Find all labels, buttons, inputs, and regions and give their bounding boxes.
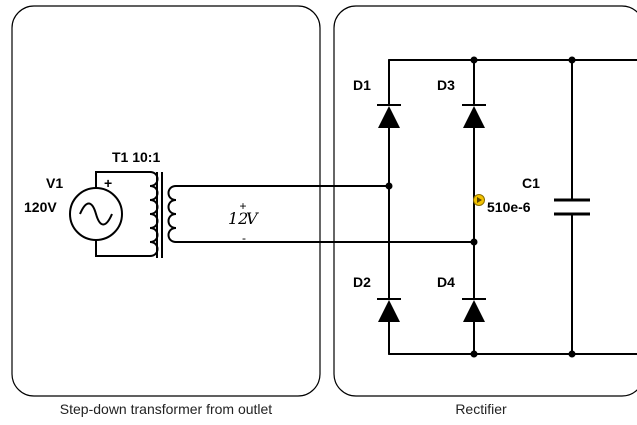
- secondary-voltage-value: 12: [228, 209, 248, 228]
- rectifier-panel-caption: Rectifier: [455, 401, 507, 417]
- junction-dot: [568, 56, 576, 64]
- d2-symbol: [378, 300, 400, 322]
- d2-label: D2: [353, 274, 371, 290]
- probe-arrow-icon: [477, 197, 482, 203]
- d1-label: D1: [353, 77, 371, 93]
- c1-value-label: 510e-6: [487, 199, 531, 215]
- diode-d4[interactable]: [462, 298, 486, 322]
- source-plus-sign: +: [104, 175, 112, 191]
- d4-label: D4: [437, 274, 455, 290]
- ac-source[interactable]: +: [69, 171, 151, 257]
- c1-name-label: C1: [522, 175, 540, 191]
- source-bottom-wire: [95, 239, 151, 257]
- diode-d1[interactable]: [377, 104, 401, 128]
- capacitor-c1[interactable]: [554, 198, 590, 216]
- sine-wave-icon: [79, 202, 113, 226]
- source-name-label: V1: [46, 175, 63, 191]
- diode-d3[interactable]: [462, 104, 486, 128]
- secondary-coil: [167, 185, 177, 243]
- primary-coil: [149, 171, 159, 257]
- junction-dot: [470, 350, 478, 358]
- rectifier-panel: [333, 5, 637, 397]
- secondary-minus-sign: -: [242, 231, 246, 245]
- source-top-wire: [95, 171, 151, 189]
- d3-symbol: [463, 106, 485, 128]
- transformer-panel-caption: Step-down transformer from outlet: [60, 401, 273, 417]
- junction-dot: [470, 238, 478, 246]
- transformer-t1[interactable]: [149, 171, 195, 258]
- source-value-label: 120V: [24, 199, 57, 215]
- junction-dot: [568, 350, 576, 358]
- probe-marker[interactable]: [473, 194, 485, 206]
- d3-label: D3: [437, 77, 455, 93]
- transformer-label: T1 10:1: [112, 149, 160, 165]
- secondary-voltage-unit: V: [246, 209, 259, 228]
- junction-dot: [385, 182, 393, 190]
- transformer-panel: [11, 5, 321, 397]
- junction-dot: [470, 56, 478, 64]
- diode-d2[interactable]: [377, 298, 401, 322]
- d1-symbol: [378, 106, 400, 128]
- secondary-plus-sign: +: [239, 199, 246, 213]
- d4-symbol: [463, 300, 485, 322]
